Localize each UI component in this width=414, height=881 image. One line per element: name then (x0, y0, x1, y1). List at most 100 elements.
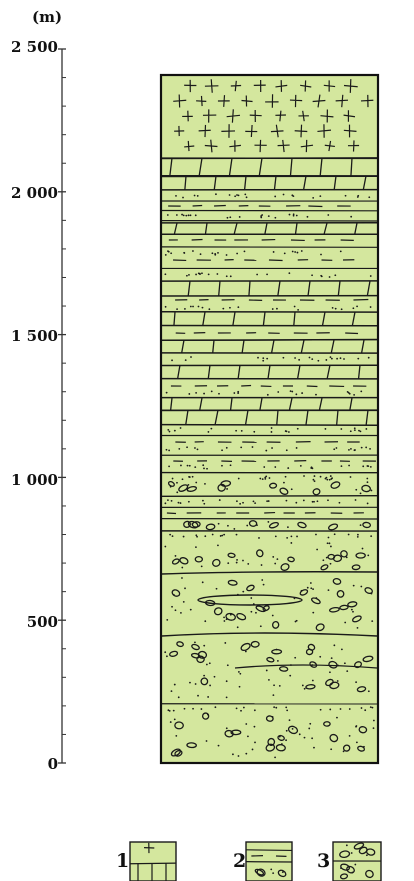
sand-dot (167, 250, 169, 252)
sand-dot (169, 533, 172, 536)
sand-dot (347, 533, 350, 536)
legend-item-1: 1 (116, 841, 177, 881)
limestone-joint (173, 222, 178, 235)
sand-dot (223, 616, 225, 619)
tick-label-0: 0 (48, 755, 58, 773)
sand-dot (262, 583, 265, 586)
dolomite-cross (144, 842, 155, 854)
sand-dot (306, 215, 309, 218)
sand-dot (295, 393, 298, 396)
sand-dot (207, 696, 210, 698)
sand-dot (219, 535, 222, 537)
sand-dot (238, 685, 241, 688)
sand-dot (189, 305, 192, 308)
sand-dot (186, 464, 189, 467)
pebble (179, 557, 189, 565)
pebble (339, 873, 349, 880)
pebble (248, 520, 258, 527)
sand-dot (250, 610, 253, 613)
limestone-joint (170, 397, 173, 411)
sand-dot (204, 620, 207, 623)
sand-dot (225, 696, 228, 699)
sand-dot (244, 650, 247, 653)
sand-dot (336, 716, 338, 719)
sand-dot (309, 582, 312, 584)
sand-dot (266, 393, 269, 396)
sand-dot (266, 500, 269, 503)
sand-dot (340, 428, 343, 430)
limestone-joint (323, 222, 328, 235)
sand-dot (237, 392, 240, 394)
swatch-border (332, 841, 382, 881)
sand-dot (367, 356, 370, 359)
pebble (277, 869, 287, 878)
sand-dot (369, 465, 372, 468)
dolomite-cross (323, 80, 336, 92)
sand-dot (264, 477, 267, 480)
sand-dot (261, 214, 264, 216)
swatch-border (245, 841, 293, 881)
limestone-joint (262, 311, 266, 327)
sand-dot (240, 709, 242, 712)
limestone-joint (307, 280, 311, 297)
sand-dot (251, 446, 254, 448)
sand-dot (183, 707, 186, 710)
sand-dot (285, 706, 288, 709)
sand-dot (312, 196, 315, 199)
sand-dot (313, 746, 315, 749)
sand-dot (259, 625, 262, 628)
sand-dot (184, 359, 187, 362)
sand-dot (327, 499, 329, 502)
sand-dot (360, 707, 363, 709)
sand-dot (313, 500, 315, 503)
dolomite-cross (300, 80, 312, 92)
sand-dot (167, 428, 170, 431)
sand-dot (242, 590, 245, 593)
sand-dot (235, 707, 238, 710)
pebble (353, 842, 365, 850)
sand-dot (166, 618, 169, 621)
sand-dot (208, 308, 211, 311)
dolomite-cross (226, 109, 241, 123)
pebble (266, 656, 275, 663)
sand-dot (203, 674, 206, 677)
sand-dot (191, 475, 194, 478)
sand-dot (285, 449, 288, 452)
sand-dot (273, 706, 276, 709)
sand-dot (294, 656, 297, 659)
pebble (357, 745, 366, 752)
sand-dot (295, 214, 298, 217)
axis-unit-label: (m) (32, 8, 62, 26)
pebble (280, 563, 290, 571)
sand-dot (225, 446, 228, 449)
sand-dot (291, 727, 294, 730)
sand-dot (355, 741, 358, 744)
sand-dot (296, 427, 299, 430)
sand-dot (208, 662, 211, 665)
sand-dot (345, 844, 348, 847)
dolomite-cross (275, 80, 288, 92)
sand-dot (329, 708, 332, 711)
pebble (174, 721, 184, 730)
sand-dot (340, 648, 343, 651)
sand-dot (355, 725, 357, 728)
pebble (355, 552, 366, 559)
pebble (277, 734, 285, 741)
sand-dot (252, 500, 255, 503)
sand-dot (326, 478, 329, 481)
sand-dot (225, 618, 228, 621)
sand-dot (194, 447, 196, 449)
sand-dot (211, 533, 214, 536)
sand-dot (303, 736, 306, 739)
sand-dot (251, 748, 254, 751)
sand-dot (352, 307, 355, 310)
sand-dot (311, 679, 314, 682)
sand-dot (221, 449, 223, 452)
dolomite-cross (294, 124, 308, 138)
sand-dot (194, 466, 197, 468)
limestone-joint (264, 222, 268, 235)
axis-tick-labels: 2 500 2 000 1 500 1 000 500 0 (11, 38, 58, 773)
pebble (186, 742, 197, 749)
limestone-joint (293, 311, 296, 327)
limestone-joint (213, 175, 217, 191)
